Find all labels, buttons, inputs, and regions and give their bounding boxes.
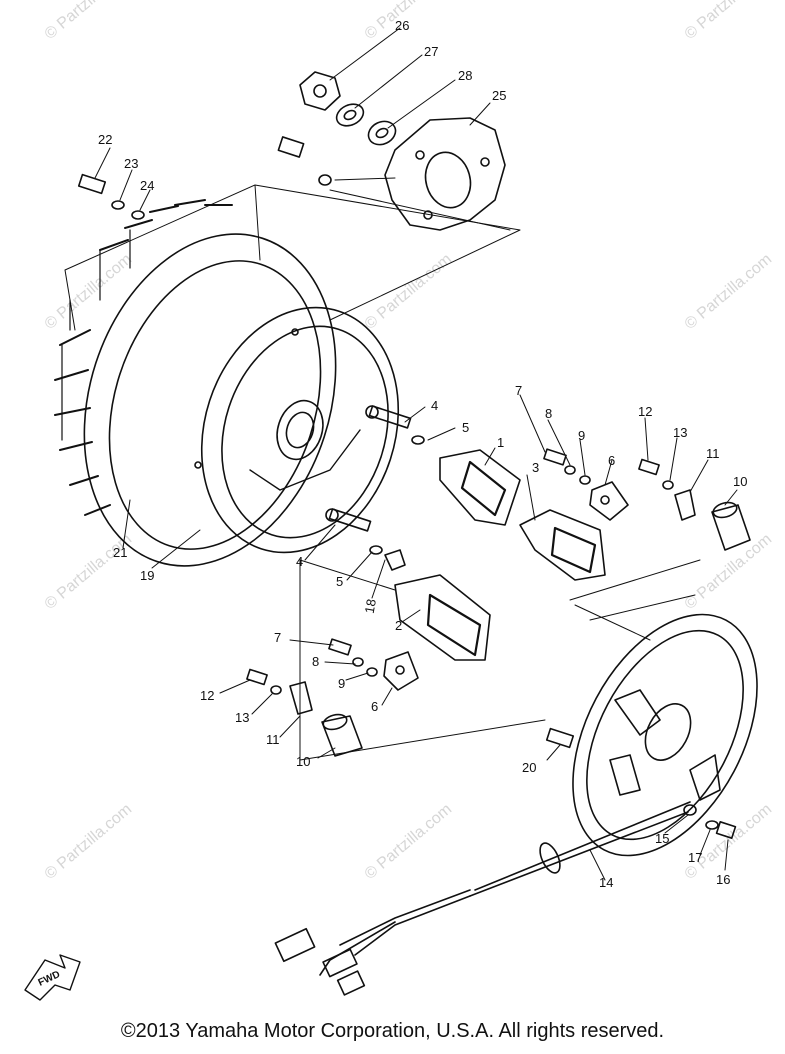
- screw-16: [715, 821, 737, 839]
- callout-10: 10: [733, 474, 747, 489]
- callout-16: 16: [716, 872, 730, 887]
- bolt-screw-top: [277, 136, 332, 186]
- leader-lines: [94, 27, 738, 881]
- watermark: © Partzilla.com: [362, 801, 456, 883]
- washer-5-upper: [411, 435, 425, 445]
- screw-12-upper: [638, 458, 660, 476]
- washer-28: [367, 120, 397, 146]
- washer-17: [705, 820, 719, 830]
- callout-5: 5: [462, 420, 469, 435]
- washer-13-upper: [662, 480, 674, 490]
- callout-13: 13: [673, 425, 687, 440]
- screw-7-lower: [328, 638, 352, 656]
- callout-4: 4: [431, 398, 438, 413]
- washer-27: [335, 103, 365, 127]
- bolt-4-upper: [365, 405, 412, 429]
- callout-24: 24: [140, 178, 154, 193]
- coil-3: [519, 509, 606, 581]
- screw-20: [545, 727, 575, 749]
- callout-3: 3: [532, 460, 539, 475]
- watermark-layer: © Partzilla.com © Partzilla.com © Partzi…: [42, 0, 776, 883]
- screw-12-lower: [246, 668, 268, 686]
- callout-18: 18: [362, 598, 379, 615]
- callout-28: 28: [458, 68, 472, 83]
- callout-13: 13: [235, 710, 249, 725]
- watermark: © Partzilla.com: [42, 251, 136, 333]
- callout-22: 22: [98, 132, 112, 147]
- callout-19: 19: [140, 568, 154, 583]
- plate-25: [384, 117, 506, 231]
- clip-18: [384, 549, 406, 571]
- clip-11-upper: [674, 489, 696, 521]
- condenser-10-upper: [711, 501, 751, 551]
- washer-9-lower: [366, 667, 378, 677]
- bolt-22: [77, 173, 107, 195]
- callout-12: 12: [200, 688, 214, 703]
- callout-27: 27: [424, 44, 438, 59]
- contact-breaker-6-upper: [589, 481, 629, 521]
- forward-arrow-icon: [24, 954, 81, 1001]
- watermark: © Partzilla.com: [682, 531, 776, 613]
- guide-line: [329, 177, 511, 231]
- callout-25: 25: [492, 88, 506, 103]
- washer-5-lower: [369, 545, 383, 555]
- callout-7: 7: [515, 383, 522, 398]
- callout-11: 11: [266, 732, 280, 747]
- lead-wire-14: [274, 801, 691, 996]
- watermark: © Partzilla.com: [682, 251, 776, 333]
- callout-7: 7: [274, 630, 281, 645]
- callout-11: 11: [706, 446, 720, 461]
- callout-9: 9: [578, 428, 585, 443]
- washer-24: [131, 210, 145, 220]
- callout-6: 6: [371, 699, 378, 714]
- callout-10: 10: [296, 754, 310, 769]
- callout-8: 8: [312, 654, 319, 669]
- callout-21: 21: [113, 545, 127, 560]
- watermark: © Partzilla.com: [42, 0, 136, 43]
- condenser-10-lower: [321, 713, 363, 757]
- washer-13-lower: [270, 685, 282, 695]
- contact-breaker-6-lower: [383, 651, 419, 691]
- callout-5: 5: [336, 574, 343, 589]
- guide-line: [299, 559, 701, 761]
- grommet-15: [683, 804, 697, 816]
- callout-9: 9: [338, 676, 345, 691]
- clip-11-lower: [289, 681, 313, 715]
- guide-line: [64, 184, 521, 331]
- callout-labels: 1 2 3 4 4 5 5 6 6 7 7 8 8 9 9 10 10 11 1…: [98, 18, 747, 890]
- watermark: © Partzilla.com: [42, 801, 136, 883]
- washer-23: [111, 200, 125, 210]
- callout-15: 15: [655, 831, 669, 846]
- callout-26: 26: [395, 18, 409, 33]
- washer-8-upper: [564, 465, 576, 475]
- callout-12: 12: [638, 404, 652, 419]
- watermark: © Partzilla.com: [42, 531, 136, 613]
- callout-8: 8: [545, 406, 552, 421]
- callout-2: 2: [395, 618, 402, 633]
- callout-23: 23: [124, 156, 138, 171]
- flywheel-rotor: [54, 199, 337, 567]
- screw-7-upper: [543, 448, 567, 466]
- callout-6: 6: [608, 453, 615, 468]
- callout-4: 4: [296, 554, 303, 569]
- callout-14: 14: [599, 875, 613, 890]
- watermark: © Partzilla.com: [682, 0, 776, 43]
- callout-20: 20: [522, 760, 536, 775]
- washer-8-lower: [352, 657, 364, 667]
- rotor-drum: [194, 306, 400, 554]
- nut-26: [299, 71, 341, 111]
- coil-2: [394, 574, 491, 661]
- bolt-4-lower: [325, 508, 372, 532]
- coil-1: [439, 449, 521, 526]
- copyright-notice: ©2013 Yamaha Motor Corporation, U.S.A. A…: [120, 1020, 665, 1042]
- callout-17: 17: [688, 850, 702, 865]
- watermark: © Partzilla.com: [362, 251, 456, 333]
- washer-9-upper: [579, 475, 591, 485]
- callout-1: 1: [497, 435, 504, 450]
